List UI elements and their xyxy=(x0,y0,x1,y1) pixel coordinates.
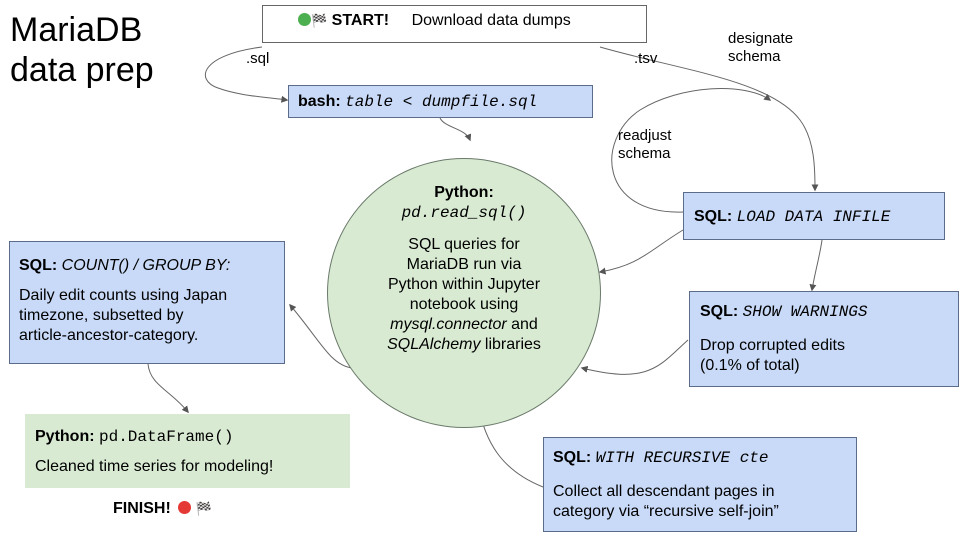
arrow-load-to-warnings xyxy=(809,239,823,292)
title-line-2: data prep xyxy=(10,51,154,89)
warnings-code: SHOW WARNINGS xyxy=(742,303,868,321)
load-head: SQL: xyxy=(694,208,733,225)
bash-node: bash: table < dumpfile.sql xyxy=(288,85,593,118)
dataframe-code: pd.DataFrame() xyxy=(99,428,234,446)
count-code: COUNT() / GROUP BY: xyxy=(61,257,231,274)
count-line-1: Daily edit counts using Japan xyxy=(19,287,228,304)
count-groupby-node: SQL: COUNT() / GROUP BY: Daily edit coun… xyxy=(9,241,285,364)
recursive-code: WITH RECURSIVE cte xyxy=(595,449,769,467)
arrow-center-to-count xyxy=(289,303,353,369)
center-libs: libraries xyxy=(480,336,541,353)
count-line-3: article-ancestor-category. xyxy=(19,327,199,344)
center-code: pd.read_sql() xyxy=(401,204,527,222)
start-node: 🏁 START! Download data dumps xyxy=(262,5,647,43)
center-line-5: mysql.connector and xyxy=(328,315,600,335)
center-line-6: SQLAlchemy libraries xyxy=(328,335,600,355)
start-text: Download data dumps xyxy=(411,12,571,29)
green-circle-icon xyxy=(298,13,311,26)
warnings-line-2: (0.1% of total) xyxy=(700,357,800,374)
center-lib-1: mysql.connector xyxy=(390,316,507,333)
center-head: Python: xyxy=(434,184,494,201)
page-title: MariaDB data prep xyxy=(10,10,154,90)
count-line-2: timezone, subsetted by xyxy=(19,307,184,324)
recursive-cte-node: SQL: WITH RECURSIVE cte Collect all desc… xyxy=(543,437,857,532)
bash-head: bash: xyxy=(298,93,341,110)
center-and: and xyxy=(506,316,538,333)
center-lib-2: SQLAlchemy xyxy=(387,336,481,353)
center-line-4: notebook using xyxy=(409,296,519,313)
show-warnings-node: SQL: SHOW WARNINGS Drop corrupted edits … xyxy=(689,291,959,387)
title-line-1: MariaDB xyxy=(10,11,143,49)
warnings-line-1: Drop corrupted edits xyxy=(700,337,845,354)
dataframe-head: Python: xyxy=(35,428,95,445)
label-tsv-ext: .tsv xyxy=(634,50,658,67)
load-code: LOAD DATA INFILE xyxy=(736,208,891,226)
center-line-3: Python within Jupyter xyxy=(387,276,541,293)
dataframe-line-1: Cleaned time series for modeling! xyxy=(35,458,274,475)
label-designate-schema: designate schema xyxy=(728,30,794,65)
dataframe-node: Python: pd.DataFrame() Cleaned time seri… xyxy=(25,414,350,488)
arrow-count-to-dataframe xyxy=(147,363,189,414)
warnings-head: SQL: xyxy=(700,303,739,320)
arrow-start-to-bash xyxy=(204,46,289,103)
start-label: START! xyxy=(331,12,390,29)
bash-code: table < dumpfile.sql xyxy=(345,93,538,111)
red-circle-icon xyxy=(178,501,192,514)
arrow-start-to-load xyxy=(599,46,819,192)
recursive-line-2: category via “recursive self-join” xyxy=(553,503,779,520)
recursive-head: SQL: xyxy=(553,449,592,466)
arrow-readjust-loop xyxy=(611,88,772,213)
label-readjust-schema: readjust schema xyxy=(618,127,672,162)
center-line-1: SQL queries for xyxy=(408,236,520,253)
label-sql-ext: .sql xyxy=(246,50,270,67)
load-data-node: SQL: LOAD DATA INFILE xyxy=(683,192,945,240)
checkered-flag-icon: 🏁 xyxy=(195,501,212,516)
count-head: SQL: xyxy=(19,257,58,274)
center-line-2: MariaDB run via xyxy=(406,256,522,273)
checkered-flag-icon: 🏁 xyxy=(311,13,328,28)
finish-label: FINISH! xyxy=(113,500,171,517)
finish-node: FINISH! 🏁 xyxy=(113,499,212,519)
center-python-node: Python: pd.read_sql() SQL queries for Ma… xyxy=(327,158,601,428)
arrow-warnings-to-center xyxy=(580,339,689,375)
recursive-line-1: Collect all descendant pages in xyxy=(553,483,775,500)
arrow-load-to-center xyxy=(598,229,684,275)
arrow-bash-to-center xyxy=(439,117,472,142)
